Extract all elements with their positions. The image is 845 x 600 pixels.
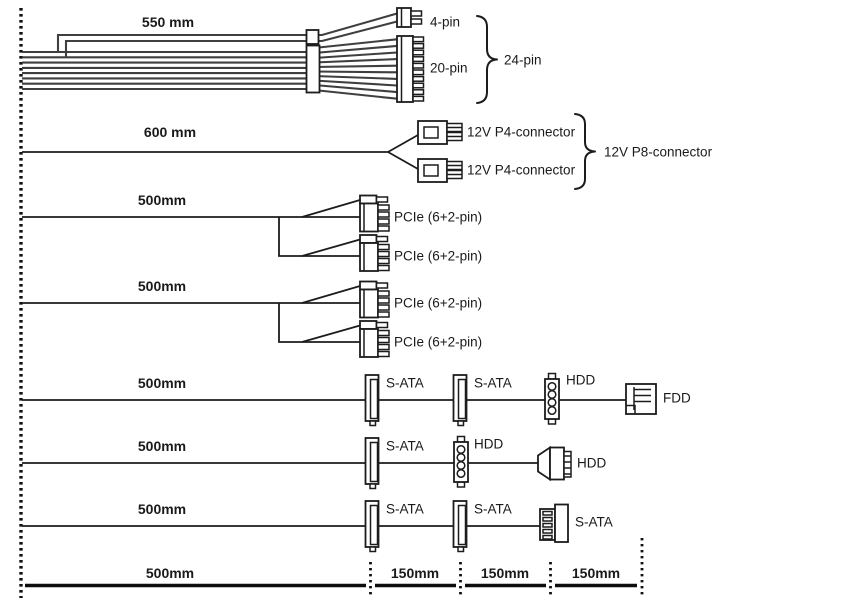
pcie-connector [359,280,390,319]
ruler-150mm-label-2: 150mm [480,565,530,581]
atx-cable-wires [22,12,398,100]
hdd-connector [544,372,560,425]
periph-b-sata-label: S-ATA [386,438,424,454]
pcie-connector [359,194,390,233]
pcie-b-length-label: 500mm [137,278,187,294]
pcie-b-bottom-label: PCIe (6+2-pin) [394,334,483,350]
p8-label: 12V P8-connector [604,144,713,159]
hdd-molex-connector [537,445,572,482]
fdd-connector [625,383,657,415]
atx-length-label: 550 mm [141,14,195,30]
sata-connector [364,500,380,553]
periph-a-length-label: 500mm [137,375,187,391]
periph-a-sata2-label: S-ATA [474,375,512,391]
periph-b-hdd2-label: HDD [577,455,607,471]
periph-a-hdd-label: HDD [566,372,596,388]
periph-c-sata2-label: S-ATA [474,501,512,517]
ruler-500mm-label: 500mm [145,565,195,581]
periph-b-length-label: 500mm [137,438,187,454]
periph-a-sata1-label: S-ATA [386,375,424,391]
brace-24pin [476,15,498,104]
connector-4pin-label: 4-pin [430,14,461,30]
p4-bottom-label: 12V P4-connector [467,162,576,177]
periph-a-fdd-label: FDD [663,390,691,406]
sata-connector [364,374,380,427]
sata-end-connector [539,503,569,543]
periph-c-sata1-label: S-ATA [386,501,424,517]
periph-c-length-label: 500mm [137,501,187,517]
ruler-150mm-label-3: 150mm [571,565,621,581]
connector-20pin-label: 20-pin [430,60,468,76]
ruler-separators [369,562,552,598]
connector-20pin [396,35,425,103]
hdd-connector [453,435,469,488]
cable-tie-small [305,29,320,45]
pcie-connector [359,234,390,272]
sata-connector [452,374,468,427]
connector-24pin-label: 24-pin [504,52,542,68]
brace-p8 [574,113,596,190]
p4-connector-bottom [417,158,463,183]
eps-cable-wires [22,134,419,170]
sata-connector [364,437,380,490]
connector-4pin [396,7,423,28]
pcie-a-top-label: PCIe (6+2-pin) [394,209,483,225]
ruler-150mm-label-1: 150mm [390,565,440,581]
pcie-b-top-label: PCIe (6+2-pin) [394,295,483,311]
pcie-b-wires [22,285,361,343]
p4-top-label: 12V P4-connector [467,124,576,139]
periph-c-sata3-label: S-ATA [575,514,613,530]
pcie-connector [359,320,390,358]
eps-length-label: 600 mm [143,124,197,140]
pcie-a-bottom-label: PCIe (6+2-pin) [394,248,483,264]
p4-connector-top [417,120,463,145]
pcie-a-wires [22,199,361,257]
cable-tie-large [305,44,321,94]
pcie-a-length-label: 500mm [137,192,187,208]
periph-b-hdd1-label: HDD [474,436,504,452]
sata-connector [452,500,468,553]
